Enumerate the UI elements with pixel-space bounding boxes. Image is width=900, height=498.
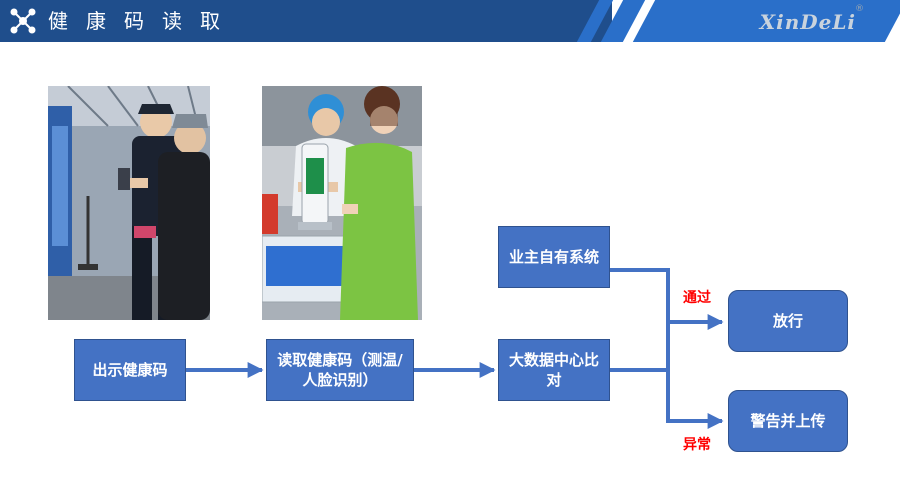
- network-nodes-icon: [10, 8, 36, 34]
- show-health-code-box: 出示健康码: [74, 339, 186, 401]
- brand-logo: XinDeLi: [759, 10, 856, 34]
- arrow-center-release: [610, 314, 724, 372]
- slide-header: 健康码读取 XinDeLi ®: [0, 0, 900, 42]
- security-checkpoint-photo: [48, 86, 210, 320]
- triage-station-photo: [262, 86, 422, 320]
- header-bar: [0, 0, 612, 42]
- pass-label: 通过: [683, 290, 711, 306]
- slide-title: 健康码读取: [48, 9, 238, 33]
- warn-upload-box: 警告并上传: [728, 390, 848, 452]
- release-box: 放行: [728, 290, 848, 352]
- registered-mark: ®: [855, 4, 864, 14]
- abnormal-label: 异常: [683, 437, 711, 453]
- read-health-code-box: 读取健康码（测温/人脸识别）: [266, 339, 414, 401]
- owner-system-box: 业主自有系统: [498, 226, 610, 288]
- big-data-center-box: 大数据中心比对: [498, 339, 610, 401]
